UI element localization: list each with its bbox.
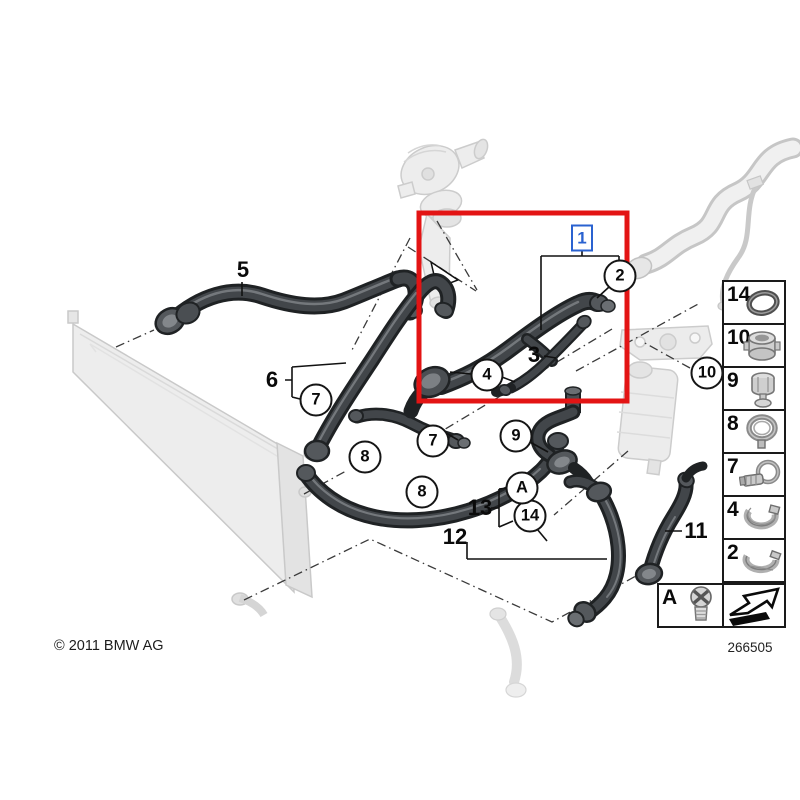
callout-10: 10 [690,356,724,390]
legend-row-A: A [657,583,724,628]
legend-row-14-label: 14 [727,283,751,306]
legend-row-7-label: 7 [727,455,739,478]
legend-row-9: 9 [722,366,786,411]
hose-13 [563,474,626,628]
hose-clamp-wide-icon [739,542,783,580]
legend-row-10: 10 [722,323,786,368]
lower-hose-ghost [489,607,527,698]
callout-A: A [505,471,539,505]
coolant-pipe-ghost [615,137,800,311]
callout-3: 3 [527,342,541,367]
screw-plug-icon [681,585,721,627]
callout-7: 7 [299,383,333,417]
diagram-number: 266505 [727,640,773,655]
hose-clamp-icon [739,499,783,537]
hose-6 [303,273,457,463]
callout-9: 9 [499,419,533,453]
direction-arrow-icon [724,584,782,628]
callout-1: 1 [571,224,593,252]
callout-8: 8 [348,440,382,474]
callout-2: 2 [603,259,637,293]
legend-arrow-box [722,583,786,628]
screw-type-clamp-icon [738,457,783,493]
callout-11: 11 [684,518,708,543]
hose-8 [296,432,569,529]
hose-3 [491,314,592,397]
v-band-clamp-icon [741,411,783,453]
hose-11 [634,461,708,586]
legend-row-8: 8 [722,409,786,454]
legend-row-7: 7 [722,452,786,497]
o-ring-icon [741,284,783,322]
leader-lines [241,249,682,560]
legend-row-4-label: 4 [727,498,739,521]
callout-4: 4 [470,358,504,392]
radiator-ghost [67,310,323,618]
legend-row-2-label: 2 [727,541,739,564]
spring-band-clamp-icon [743,368,783,410]
legend-row-9-label: 9 [727,369,739,392]
legend-row-2: 2 [722,538,786,583]
highlight-box [416,210,630,404]
legend-row-4: 4 [722,495,786,540]
legend-row-8-label: 8 [727,412,739,435]
callout-14: 14 [513,499,547,533]
legend-row-A-label: A [662,586,678,609]
legend-row-14: 14 [722,280,786,325]
callout-8: 8 [405,475,439,509]
callout-13: 13 [467,495,493,520]
callout-5: 5 [236,257,250,282]
callout-6: 6 [265,367,279,392]
expansion-tank-ghost [616,361,679,476]
profile-clamp-icon [741,326,783,366]
copyright-text: © 2011 BMW AG [54,638,164,654]
callout-7: 7 [416,424,450,458]
callout-12: 12 [442,524,468,549]
